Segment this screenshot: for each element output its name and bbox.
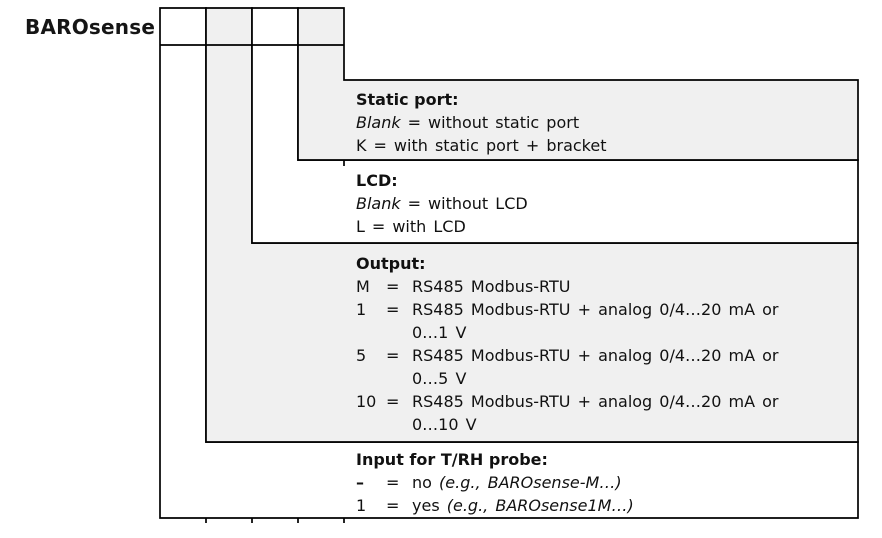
equals-sign: = xyxy=(371,217,386,236)
option-row: 5 = RS485 Modbus-RTU + analog 0/4…20 mA … xyxy=(356,344,854,390)
option-desc: with static port + bracket xyxy=(393,136,607,155)
option-row: L = with LCD xyxy=(356,215,854,238)
option-code: Blank xyxy=(356,194,401,213)
section-static-port: Static port: Blank = without static port… xyxy=(356,88,854,157)
equals-sign: = xyxy=(407,113,422,132)
equals-sign: = xyxy=(373,136,387,155)
section-heading: Static port: xyxy=(356,90,459,109)
equals-sign: = xyxy=(386,496,400,515)
equals-sign: = xyxy=(386,473,400,492)
option-row: M = RS485 Modbus-RTU xyxy=(356,275,854,298)
option-row: 1 = yes (e.g., BAROsense1M…) xyxy=(356,494,854,517)
option-code: 1 xyxy=(356,300,367,319)
code-cell-static-port xyxy=(298,8,344,45)
option-desc: without LCD xyxy=(428,194,528,213)
option-desc: without static port xyxy=(428,113,580,132)
option-code: K xyxy=(356,136,367,155)
option-desc: RS485 Modbus-RTU + analog 0/4…20 mA or 0… xyxy=(412,300,779,342)
option-row: Blank = without LCD xyxy=(356,192,854,215)
section-heading: Output: xyxy=(356,254,426,273)
option-code: 1 xyxy=(356,496,367,515)
section-input-trh: Input for T/RH probe: – = no (e.g., BARO… xyxy=(356,448,854,517)
section-heading: Input for T/RH probe: xyxy=(356,450,548,469)
code-cell-input-trh xyxy=(160,8,206,45)
equals-sign: = xyxy=(407,194,422,213)
section-output: Output: M = RS485 Modbus-RTU 1 = RS485 M… xyxy=(356,252,854,436)
option-code: 5 xyxy=(356,346,367,365)
option-desc: no (e.g., BAROsense-M…) xyxy=(412,471,854,494)
code-cell-output xyxy=(206,8,252,45)
flag-static-port-shape xyxy=(297,7,859,161)
option-desc: with LCD xyxy=(392,217,466,236)
code-cell-lcd xyxy=(252,8,298,45)
product-name: BAROsense xyxy=(25,15,156,39)
equals-sign: = xyxy=(386,277,400,296)
option-desc: RS485 Modbus-RTU + analog 0/4…20 mA or 0… xyxy=(412,346,779,388)
option-row: 1 = RS485 Modbus-RTU + analog 0/4…20 mA … xyxy=(356,298,854,344)
option-code: – xyxy=(356,473,364,492)
option-code: L xyxy=(356,217,365,236)
option-example: (e.g., BAROsense1M…) xyxy=(446,496,634,515)
equals-sign: = xyxy=(386,300,400,319)
section-heading: LCD: xyxy=(356,171,398,190)
option-code: Blank xyxy=(356,113,401,132)
option-row: – = no (e.g., BAROsense-M…) xyxy=(356,471,854,494)
option-code: M xyxy=(356,277,370,296)
equals-sign: = xyxy=(386,346,400,365)
option-row: K = with static port + bracket xyxy=(356,134,854,157)
option-row: Blank = without static port xyxy=(356,111,854,134)
option-desc: RS485 Modbus-RTU + analog 0/4…20 mA or 0… xyxy=(412,392,779,434)
option-desc: yes (e.g., BAROsense1M…) xyxy=(412,494,854,517)
option-example: (e.g., BAROsense-M…) xyxy=(439,473,622,492)
equals-sign: = xyxy=(386,392,400,411)
option-desc: RS485 Modbus-RTU xyxy=(412,277,571,296)
option-row: 10 = RS485 Modbus-RTU + analog 0/4…20 mA… xyxy=(356,390,854,436)
section-lcd: LCD: Blank = without LCD L = with LCD xyxy=(356,169,854,238)
option-code: 10 xyxy=(356,392,377,411)
option-desc-text: yes xyxy=(412,496,440,515)
option-desc-text: no xyxy=(412,473,432,492)
